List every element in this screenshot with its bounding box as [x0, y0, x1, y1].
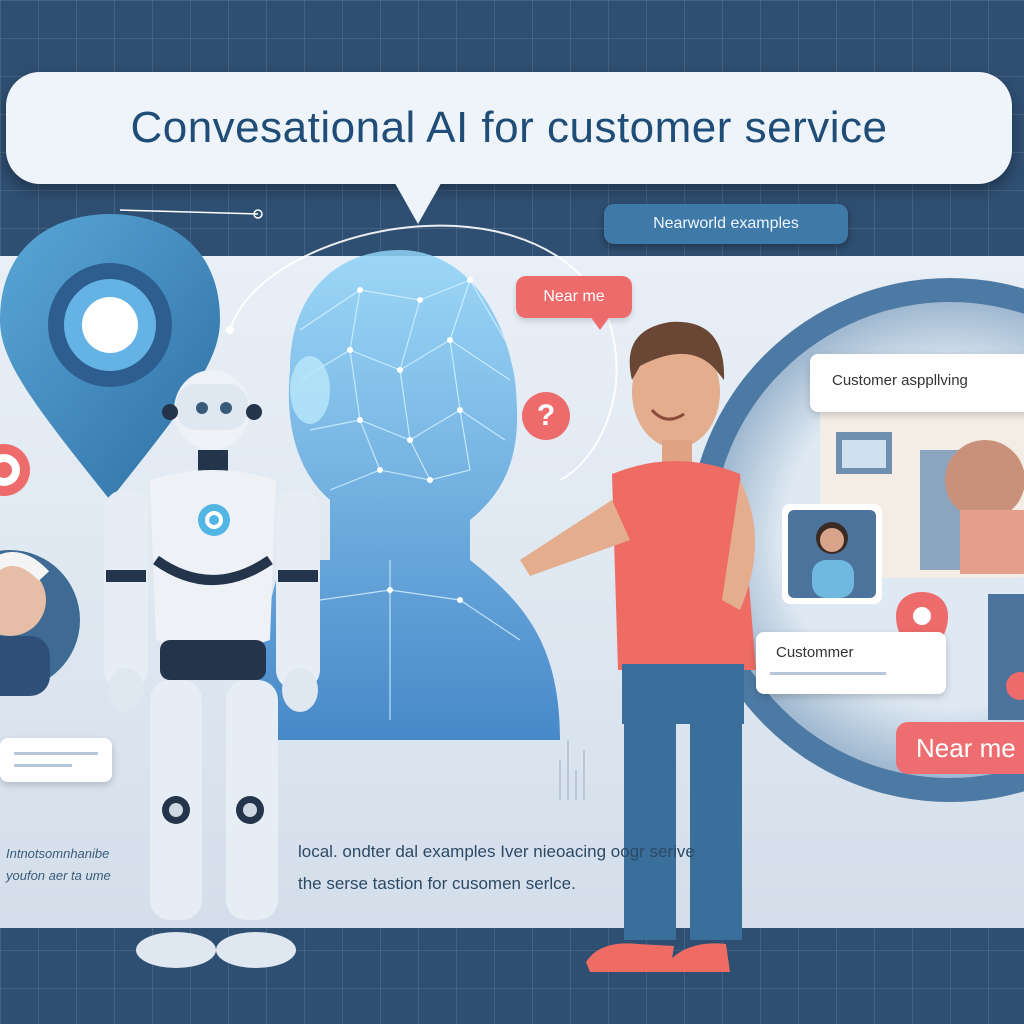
- elder-avatar: [0, 550, 80, 696]
- customer-card: Custommer: [756, 632, 946, 694]
- customer-label: Custommer: [776, 644, 854, 661]
- man-illustration: [520, 321, 756, 972]
- customer-applying-card: Customer asppllving: [810, 354, 1024, 412]
- text-line: [14, 752, 98, 755]
- map-pin-icon: [0, 214, 220, 500]
- near-me-bubble-tail: [590, 316, 610, 330]
- text-line: [770, 672, 886, 675]
- page-title: Convesational AI for customer service: [130, 103, 888, 152]
- text-line: [14, 764, 72, 767]
- robot-illustration: [104, 370, 320, 968]
- customer-applying-label: Customer asppllving: [832, 372, 968, 389]
- body-text-line-1: local. ondter dal examples Iver nieoacin…: [298, 842, 695, 861]
- title-bubble: Convesational AI for customer service: [6, 72, 1012, 184]
- title-bubble-tail: [392, 178, 444, 224]
- message-card: [0, 738, 112, 782]
- body-text-line-2: the serse tastion for cusomen serlce.: [298, 874, 576, 893]
- near-me-bubble: Near me: [516, 276, 632, 318]
- side-text-line-1: Intnotsomnhanibe: [6, 846, 110, 861]
- examples-tag: Nearworld examples: [604, 204, 848, 244]
- question-icon: ?: [522, 392, 570, 440]
- near-me-label: Near me: [896, 722, 1024, 774]
- side-text-line-2: youfon aer ta ume: [6, 868, 111, 883]
- target-icon: [0, 444, 30, 496]
